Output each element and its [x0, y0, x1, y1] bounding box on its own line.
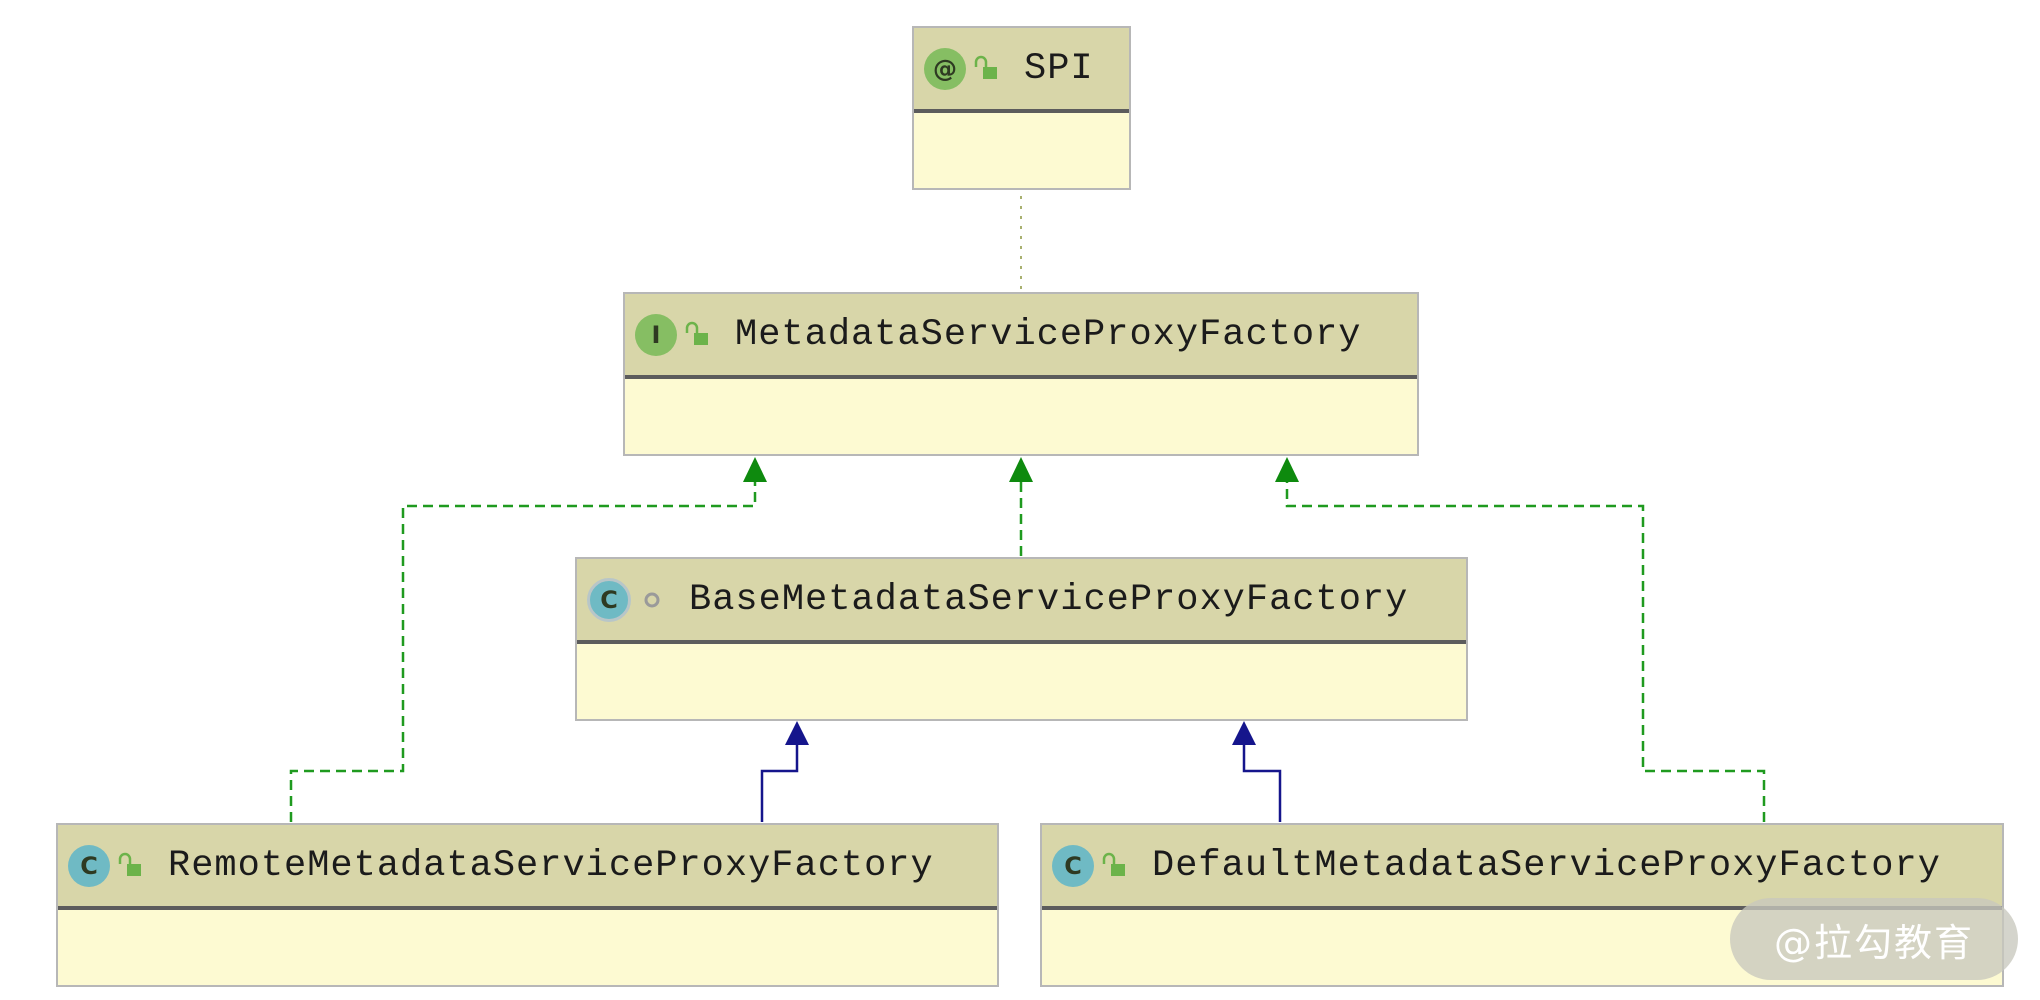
node-header: @ SPI: [914, 28, 1129, 113]
implements-arrowhead-center: [1009, 457, 1033, 482]
edge-remote-implements-interface: [289, 482, 757, 822]
node-header: C BaseMetadataServiceProxyFactory: [577, 559, 1466, 644]
edge-default-extends-base: [1242, 745, 1282, 822]
class-icon: C: [1052, 844, 1094, 887]
node-name: BaseMetadataServiceProxyFactory: [689, 578, 1409, 621]
implements-arrowhead-left: [743, 457, 767, 482]
node-body: [625, 379, 1417, 454]
node-remote-metadata-service-proxy-factory[interactable]: C RemoteMetadataServiceProxyFactory: [56, 823, 999, 987]
interface-icon: I: [635, 313, 677, 356]
node-header: C RemoteMetadataServiceProxyFactory: [58, 825, 997, 910]
implements-arrowhead-right: [1275, 457, 1299, 482]
node-name: DefaultMetadataServiceProxyFactory: [1152, 844, 1941, 887]
class-icon: C: [68, 844, 110, 887]
extends-arrowhead-left: [785, 721, 809, 745]
public-lock-icon: [1102, 852, 1125, 876]
node-name: MetadataServiceProxyFactory: [735, 313, 1362, 356]
edge-remote-extends-base: [760, 745, 799, 822]
annotation-icon: @: [924, 47, 966, 90]
node-body: [577, 644, 1466, 719]
package-private-icon: [644, 592, 660, 607]
edge-default-implements-interface: [1285, 482, 1766, 822]
node-name: RemoteMetadataServiceProxyFactory: [168, 844, 934, 887]
node-body: [58, 910, 997, 985]
public-lock-icon: [118, 852, 141, 876]
abstract-class-icon: C: [587, 577, 631, 622]
watermark: @拉勾教育: [1730, 898, 2018, 980]
public-lock-icon: [685, 321, 708, 345]
node-header: I MetadataServiceProxyFactory: [625, 294, 1417, 379]
extends-arrowhead-right: [1232, 721, 1256, 745]
node-name: SPI: [1024, 47, 1094, 90]
node-header: C DefaultMetadataServiceProxyFactory: [1042, 825, 2002, 910]
node-body: [914, 113, 1129, 188]
node-metadata-service-proxy-factory[interactable]: I MetadataServiceProxyFactory: [623, 292, 1419, 456]
node-base-metadata-service-proxy-factory[interactable]: C BaseMetadataServiceProxyFactory: [575, 557, 1468, 721]
node-spi[interactable]: @ SPI: [912, 26, 1131, 190]
public-lock-icon: [974, 55, 997, 79]
